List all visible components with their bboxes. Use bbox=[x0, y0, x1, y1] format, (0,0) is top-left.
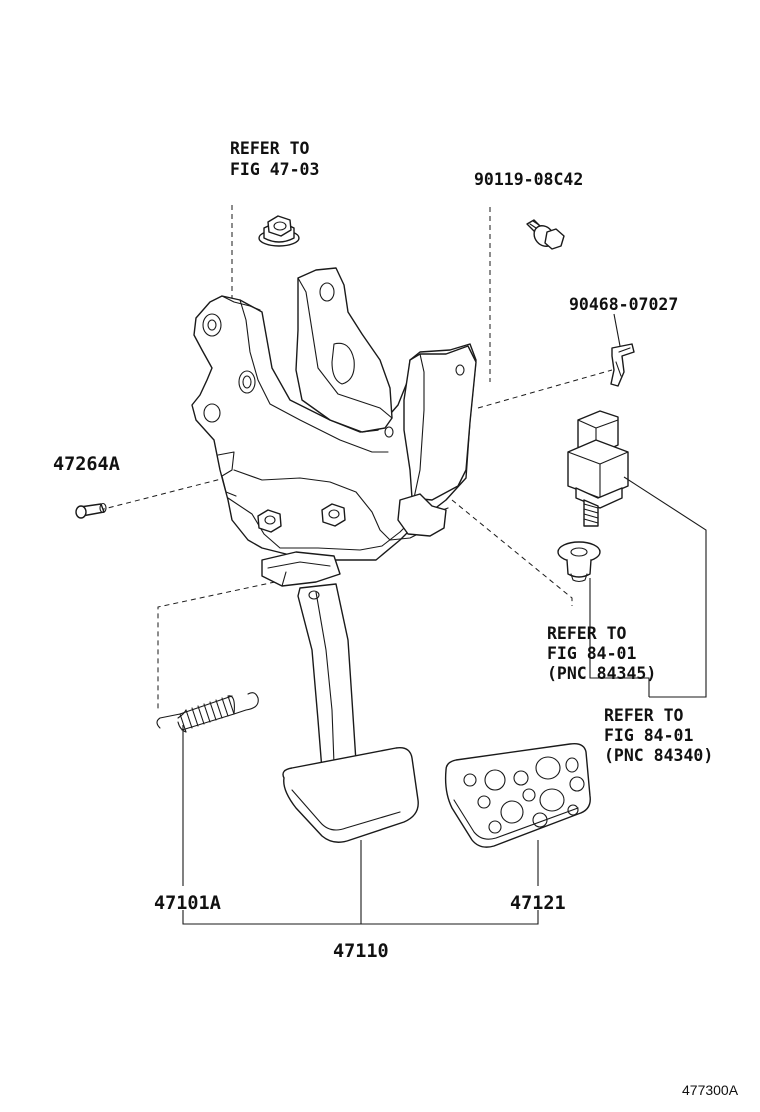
return-spring-47101a[interactable] bbox=[156, 692, 259, 733]
part-label-pad: 47121 bbox=[510, 893, 566, 914]
flange-nut[interactable] bbox=[258, 215, 300, 247]
ref-switch-sub-line3: (PNC 84345) bbox=[547, 664, 656, 683]
part-label-bolt: 90119-08C42 bbox=[474, 170, 583, 189]
brake-pedal-47110[interactable] bbox=[282, 583, 419, 843]
switch-cushion[interactable] bbox=[557, 541, 601, 583]
part-label-pin: 47264A bbox=[53, 454, 120, 475]
part-label-clip: 90468-07027 bbox=[569, 295, 678, 314]
clip-90468[interactable] bbox=[610, 343, 635, 387]
ref-switch-line2: FIG 84-01 bbox=[604, 726, 693, 745]
part-label-pedal: 47110 bbox=[333, 941, 389, 962]
leader-lines bbox=[182, 313, 707, 925]
pedal-pad-cover-47121[interactable] bbox=[444, 742, 591, 848]
ref-nut-line2: FIG 47-03 bbox=[230, 160, 319, 179]
ref-switch-sub-label: REFER TO FIG 84-01 (PNC 84345) bbox=[547, 624, 656, 683]
ref-nut-line1: REFER TO bbox=[230, 139, 310, 158]
ref-switch-line1: REFER TO bbox=[604, 706, 684, 725]
ref-switch-sub-line1: REFER TO bbox=[547, 624, 627, 643]
ref-switch-sub-line2: FIG 84-01 bbox=[547, 644, 636, 663]
pedal-bracket bbox=[191, 267, 477, 587]
bolt-90119[interactable] bbox=[526, 219, 565, 250]
pin-47264a[interactable] bbox=[75, 502, 107, 519]
ref-switch-line3: (PNC 84340) bbox=[604, 746, 713, 765]
ref-switch-label: REFER TO FIG 84-01 (PNC 84340) bbox=[604, 706, 713, 765]
stop-lamp-switch[interactable] bbox=[567, 410, 629, 527]
figure-code: 477300A bbox=[682, 1082, 739, 1098]
part-label-spring: 47101A bbox=[154, 893, 221, 914]
ref-nut-label: REFER TO FIG 47-03 bbox=[230, 139, 319, 179]
